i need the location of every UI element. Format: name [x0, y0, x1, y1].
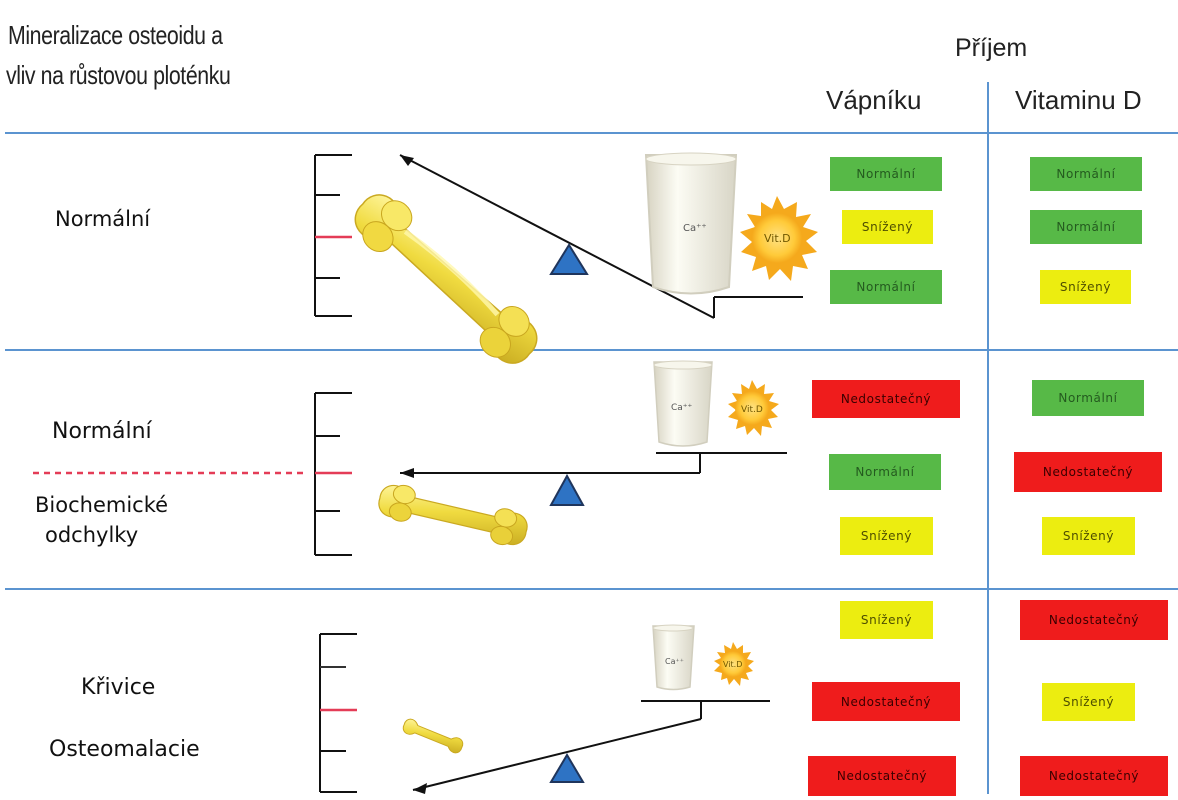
page-title-line-1: Mineralizace osteoidu a [8, 20, 223, 50]
row-1-label: Normální [55, 207, 151, 231]
row-2-secondary-label-line-1: Biochemické [35, 493, 169, 517]
row-3-milk-glass: Ca⁺⁺ [652, 624, 695, 691]
row-2-glass-label: Ca⁺⁺ [671, 403, 693, 413]
row-2-sun-label: Vit.D [741, 405, 763, 415]
row-2-label: Normální [52, 419, 152, 444]
column-header-vitamin-d: Vitaminu D [1015, 85, 1142, 115]
row-3-sun-label: Vit.D [723, 660, 742, 669]
row-3-growth-plate-bracket [319, 633, 357, 793]
row-1-entry-1-vitamin-d-badge: Normální [1030, 157, 1142, 191]
row-3-bone-image [402, 718, 464, 754]
row-1-glass-label: Ca⁺⁺ [683, 223, 707, 234]
row-3-entry-3-vitamin-d-badge: Nedostatečný [1020, 756, 1168, 796]
row-2-secondary-label-line-2: odchylky [45, 523, 139, 547]
row-3-balance-scale [412, 700, 770, 794]
row-2-entry-1-vitamin-d-badge: Normální [1032, 380, 1144, 416]
row-2-entry-3-calcium-badge: Snížený [840, 517, 933, 555]
row-3-entry-1-calcium-badge: Snížený [840, 601, 933, 639]
intake-header: Příjem [955, 34, 1028, 62]
row-2-entry-1-calcium-badge: Nedostatečný [812, 380, 960, 418]
page-title-line-2: vliv na růstovou ploténku [6, 60, 231, 90]
row-2-balance-scale [400, 452, 787, 506]
column-header-calcium: Vápníku [826, 85, 922, 115]
row-3-secondary-label: Osteomalacie [49, 737, 200, 762]
row-3-label: Křivice [81, 675, 156, 700]
row-3-entry-2-calcium-badge: Nedostatečný [812, 682, 960, 721]
row-1-milk-glass: Ca⁺⁺ [644, 152, 738, 295]
row-3-glass-label: Ca⁺⁺ [665, 657, 684, 666]
row-1-sun-label: Vit.D [764, 232, 791, 245]
row-1-growth-plate-bracket [314, 154, 352, 317]
row-2-vitamin-d-sun: Vit.D [728, 380, 779, 436]
row-2-entry-2-vitamin-d-badge: Nedostatečný [1014, 452, 1162, 492]
row-1-entry-3-calcium-badge: Normální [830, 270, 942, 304]
row-2-growth-plate-bracket [314, 392, 352, 556]
row-1-bone-image [354, 194, 538, 364]
row-3-vitamin-d-sun: Vit.D [714, 642, 754, 686]
row-2-milk-glass: Ca⁺⁺ [653, 360, 713, 447]
row-1-entry-2-calcium-badge: Snížený [842, 210, 933, 244]
row-2-entry-2-calcium-badge: Normální [829, 454, 941, 490]
row-3-entry-2-vitamin-d-badge: Snížený [1042, 683, 1135, 721]
row-1-entry-3-vitamin-d-badge: Snížený [1040, 270, 1131, 304]
row-1-entry-1-calcium-badge: Normální [830, 157, 942, 191]
row-3-entry-1-vitamin-d-badge: Nedostatečný [1020, 600, 1168, 640]
row-2-entry-3-vitamin-d-badge: Snížený [1042, 517, 1135, 555]
row-1-vitamin-d-sun: Vit.D [740, 196, 818, 281]
row-3-entry-3-calcium-badge: Nedostatečný [808, 756, 956, 796]
row-1-entry-2-vitamin-d-badge: Normální [1030, 210, 1142, 244]
row-1-balance-scale [399, 154, 803, 319]
row-2-bone-image [378, 484, 528, 546]
